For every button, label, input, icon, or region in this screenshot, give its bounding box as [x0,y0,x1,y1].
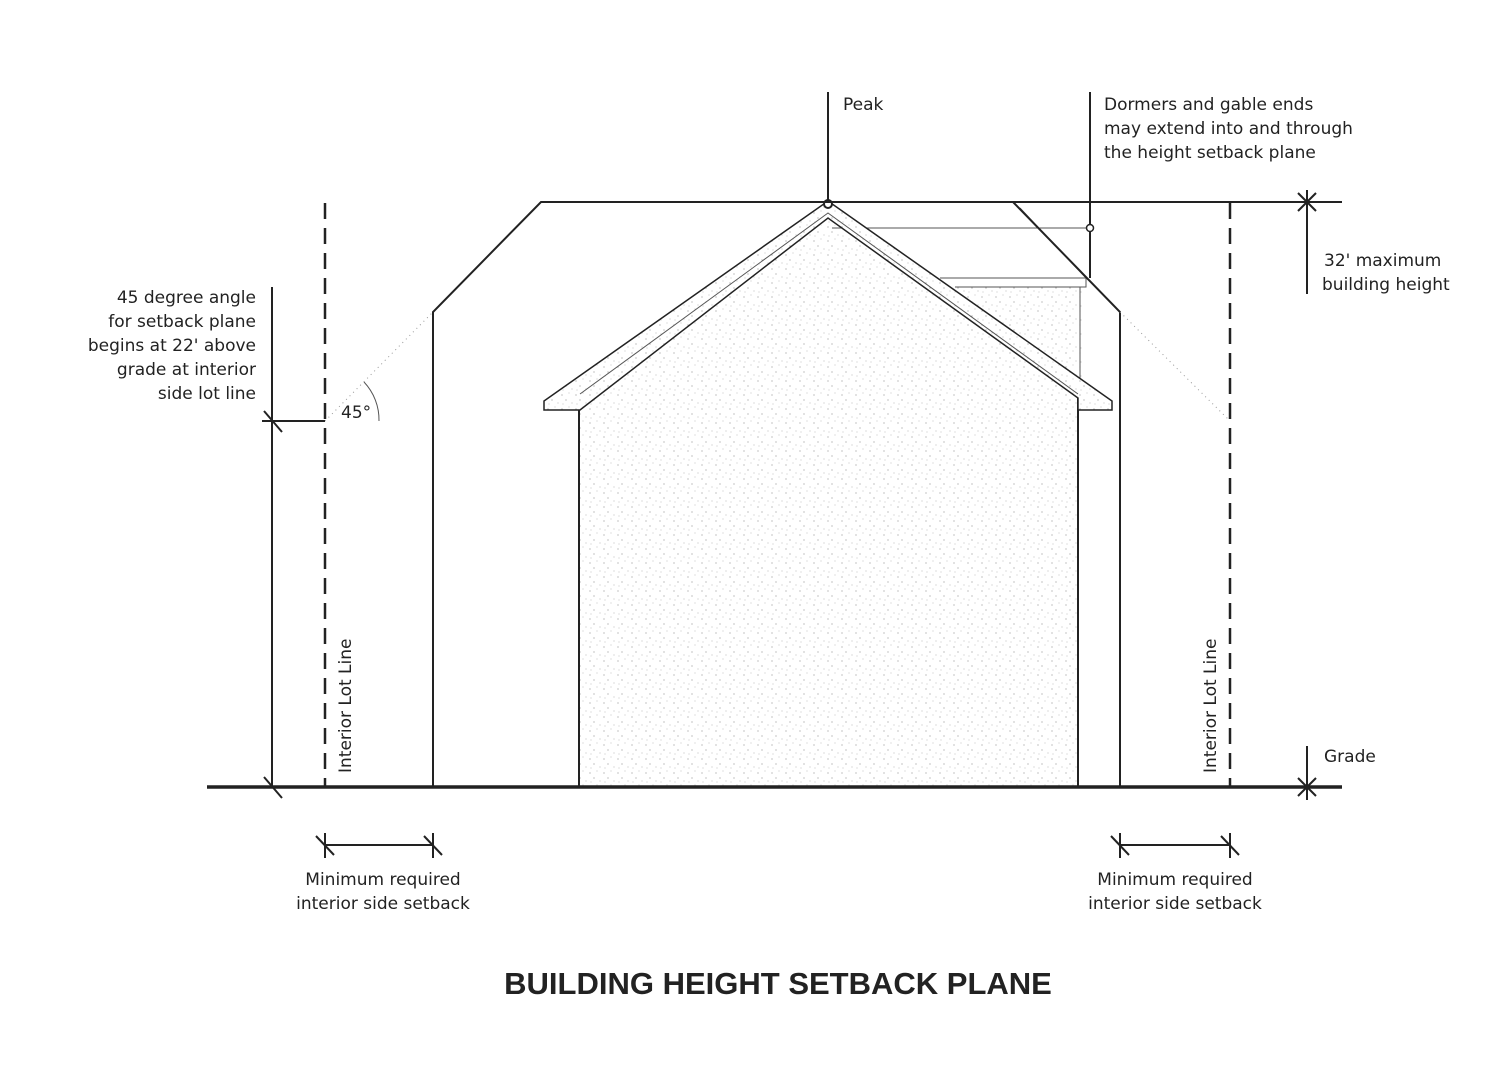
grade-label: Grade [1324,747,1376,767]
setback-right-label-line1: Minimum required [1097,870,1252,890]
svg-text:begins at 22' above: begins at 22' above [88,336,256,356]
setback-plane-left-projection [324,311,434,422]
max-height-label-line2: building height [1322,275,1450,295]
roof [543,200,1113,411]
setback-plane-right-projection [1119,311,1231,422]
roof-inner-right [827,212,1079,395]
right-height-dimension [1297,190,1317,800]
dormers-label-line1: Dormers and gable ends [1104,95,1313,115]
svg-text:side lot line: side lot line [158,384,256,404]
max-height-label-line1: 32' maximum [1324,251,1441,271]
right-setback-dimension [1110,833,1240,858]
left-setback-dimension [315,833,443,858]
peak-label: Peak [843,95,884,115]
house [543,199,1113,787]
dormers-label-line3: the height setback plane [1104,143,1316,163]
interior-lot-line-right-label: Interior Lot Line [1201,639,1221,774]
setback-left-label-line1: Minimum required [305,870,460,890]
angle-arc [363,381,380,422]
dormer-leader-dot [1085,223,1095,233]
left-height-dimension [262,287,325,799]
svg-text:for setback plane: for setback plane [108,312,256,332]
angle-label: 45 degree angle for setback plane begins… [88,288,256,404]
dormers-label-line2: may extend into and through [1104,119,1353,139]
angle-value-label: 45° [341,403,371,423]
interior-lot-line-left-label: Interior Lot Line [336,639,356,774]
setback-right-label-line2: interior side setback [1088,894,1262,914]
setback-left-label-line2: interior side setback [296,894,470,914]
svg-text:grade at interior: grade at interior [117,360,256,380]
roof-inner-left [579,212,829,395]
svg-text:45 degree angle: 45 degree angle [117,288,256,308]
diagram-title: BUILDING HEIGHT SETBACK PLANE [504,966,1052,1001]
setback-envelope [432,201,1121,787]
dormer-outline [940,277,1087,288]
